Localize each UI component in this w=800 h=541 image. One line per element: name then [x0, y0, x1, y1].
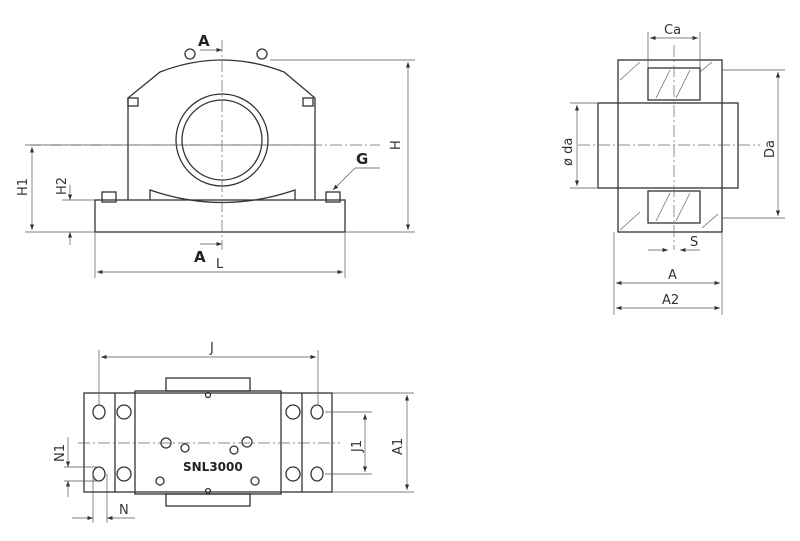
- dim-H1: H1: [16, 178, 31, 196]
- shaft-end-bottom: [165, 493, 251, 507]
- dim-S: S: [690, 235, 698, 250]
- dim-L: L: [216, 257, 224, 272]
- base-outline: [83, 392, 333, 493]
- label-G: G: [356, 150, 368, 168]
- bolt-left: [101, 191, 117, 203]
- dim-H2: H2: [55, 177, 70, 195]
- shaft: [597, 102, 739, 189]
- shaft-end-top: [165, 377, 251, 392]
- dim-A1: A1: [391, 438, 406, 455]
- dim-Da: Da: [763, 140, 778, 158]
- dim-H: H: [389, 140, 404, 150]
- housing-body: [127, 59, 316, 200]
- dim-da: ø da: [561, 138, 576, 166]
- model-label: SNL3000: [183, 460, 243, 474]
- dim-J: J: [209, 341, 214, 356]
- lifting-eye-left: [184, 48, 196, 60]
- top-view: SNL3000 J J1 A1 N1 N: [53, 341, 414, 523]
- dim-A2: A2: [662, 293, 679, 308]
- lifting-eye-right: [256, 48, 268, 60]
- front-view: A A H H1 H2 L G: [16, 32, 415, 278]
- side-section-view: Ca ø da Da S A A2: [561, 23, 785, 315]
- dim-A: A: [668, 268, 677, 283]
- housing-section: [617, 59, 723, 233]
- section-mark-top: A: [198, 32, 210, 50]
- section-mark-bottom: A: [194, 248, 206, 266]
- dim-Ca: Ca: [664, 23, 681, 38]
- dim-J1: J1: [350, 440, 365, 453]
- dim-N1: N1: [53, 444, 68, 462]
- dim-N: N: [119, 503, 129, 518]
- base-plate: [94, 199, 346, 233]
- bolt-right: [325, 191, 341, 203]
